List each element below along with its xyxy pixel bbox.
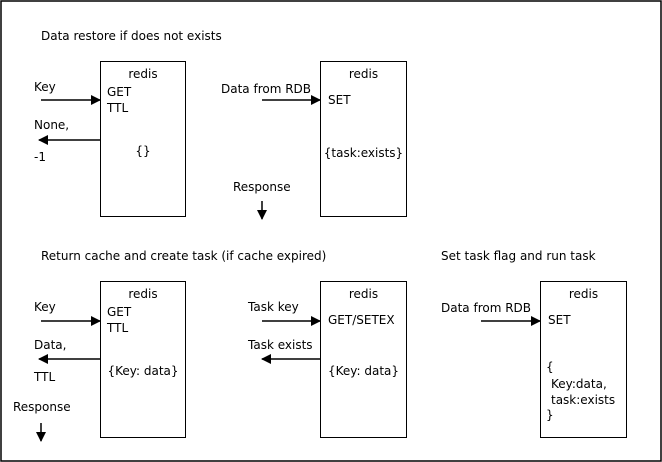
return-redis-box-1-cmd-get: GET: [107, 305, 132, 319]
task-exists-label: Task exists: [248, 338, 313, 352]
return-redis-box-1-state: {Key: data}: [107, 364, 179, 378]
return-key-label: Key: [34, 300, 56, 314]
restore-redis-box-1: [100, 61, 186, 217]
restore-redis-box-2-cmd-set: SET: [328, 93, 351, 107]
return-section-title: Return cache and create task (if cache e…: [41, 249, 327, 263]
set-task-state-task: task:exists: [551, 393, 616, 407]
restore-key-label: Key: [34, 80, 56, 94]
restore-redis-box-1-cmd-ttl: TTL: [107, 101, 129, 115]
restore-redis-box-1-title: redis: [128, 67, 158, 81]
return-redis-box-2-state: {Key: data}: [327, 364, 400, 378]
set-task-section-title: Set task flag and run task: [441, 249, 596, 263]
restore-minus-one-label: -1: [34, 150, 46, 164]
return-redis-box-2-cmd: GET/SETEX: [328, 313, 395, 327]
restore-redis-box-2-state: {task:exists}: [323, 146, 404, 160]
return-redis-box-2: [320, 281, 407, 438]
set-task-state-close: }: [546, 408, 554, 422]
return-data-label: Data,: [34, 338, 67, 352]
restore-section-title: Data restore if does not exists: [41, 29, 222, 43]
restore-redis-box-1-cmd-get: GET: [107, 85, 132, 99]
set-task-data-from-rdb-label: Data from RDB: [441, 301, 532, 315]
restore-data-from-rdb-label: Data from RDB: [221, 82, 312, 96]
set-task-state-key: Key:data,: [551, 377, 607, 391]
set-task-state-open: {: [546, 360, 554, 374]
return-redis-box-1-cmd-ttl: TTL: [107, 321, 129, 335]
restore-redis-box-2: [320, 61, 407, 217]
restore-response-label: Response: [233, 180, 291, 194]
restore-redis-box-2-title: redis: [348, 67, 379, 81]
restore-redis-box-1-state: {}: [135, 144, 151, 158]
return-redis-box-2-title: redis: [348, 287, 379, 301]
task-key-label: Task key: [248, 300, 299, 314]
set-task-redis-box-title: redis: [568, 287, 599, 301]
return-redis-box-1-title: redis: [128, 287, 158, 301]
set-task-redis-box: [540, 281, 627, 438]
restore-none-label: None,: [34, 118, 70, 132]
return-redis-box-1: [100, 281, 186, 438]
set-task-redis-box-cmd-set: SET: [548, 313, 571, 327]
return-response-label: Response: [13, 400, 71, 414]
return-ttl-label: TTL: [34, 370, 56, 384]
